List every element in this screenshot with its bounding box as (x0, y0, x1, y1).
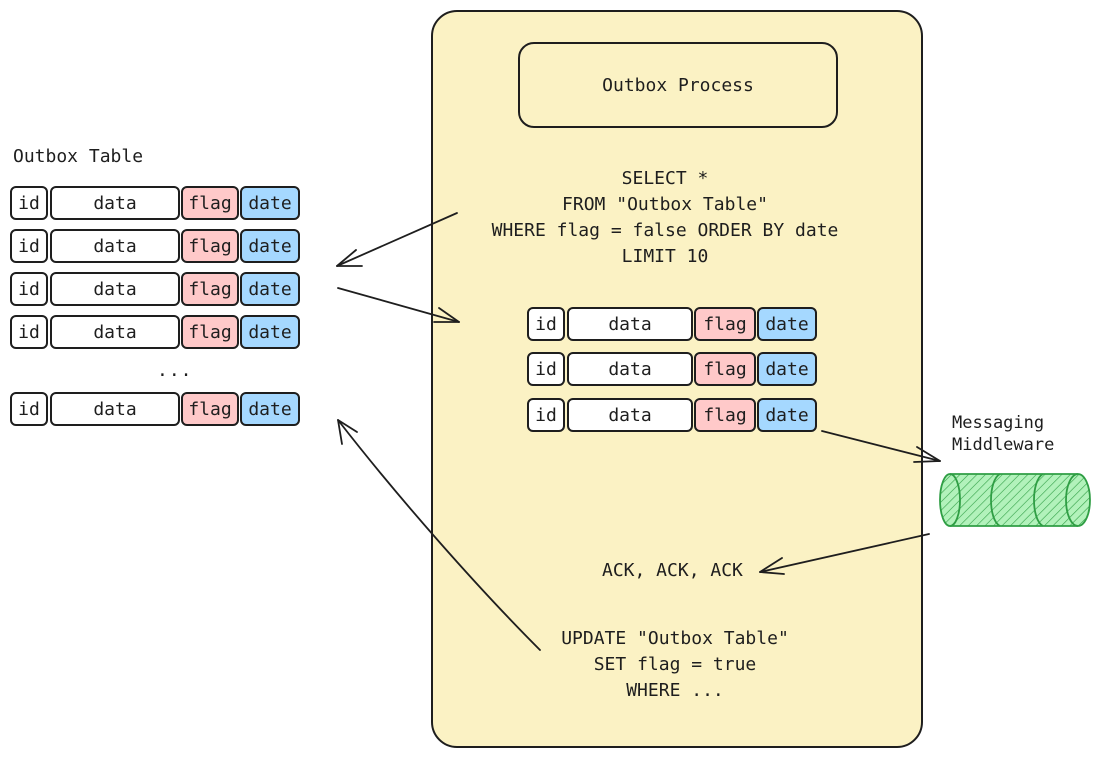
data-cell: data (50, 315, 180, 349)
date-cell: date (240, 315, 300, 349)
date-cell: date (240, 229, 300, 263)
date-cell: date (757, 307, 817, 341)
id-cell: id (10, 229, 48, 263)
data-cell: data (567, 307, 693, 341)
id-cell: id (10, 392, 48, 426)
select-query-line: WHERE flag = false ORDER BY date (491, 220, 839, 241)
data-cell: data (50, 272, 180, 306)
data-cell: data (50, 392, 180, 426)
flag-cell: flag (694, 307, 756, 341)
flag-cell: flag (694, 398, 756, 432)
date-cell: date (240, 186, 300, 220)
ack-arrow (759, 533, 930, 575)
flag-cell: flag (181, 392, 239, 426)
flag-cell: flag (181, 315, 239, 349)
flag-cell: flag (181, 229, 239, 263)
publish-arrow (821, 430, 941, 463)
outbox-table-title: Outbox Table (13, 146, 144, 167)
outbox-process-title-text: Outbox Process (602, 74, 754, 96)
update-query-line: UPDATE "Outbox Table" (561, 628, 789, 649)
date-cell: date (757, 398, 817, 432)
id-cell: id (10, 315, 48, 349)
middleware-label: Messaging Middleware (952, 412, 1054, 456)
data-cell: data (50, 229, 180, 263)
date-cell: date (240, 392, 300, 426)
flag-cell: flag (181, 186, 239, 220)
id-cell: id (10, 186, 48, 220)
flag-cell: flag (181, 272, 239, 306)
update-arrow (337, 419, 541, 651)
data-cell: data (567, 352, 693, 386)
select-query-line: FROM "Outbox Table" (562, 194, 768, 215)
date-cell: date (240, 272, 300, 306)
flag-cell: flag (694, 352, 756, 386)
update-query-line: WHERE ... (626, 680, 724, 701)
select-query-line: SELECT * (621, 168, 709, 189)
middleware-label-line: Middleware (952, 435, 1055, 455)
id-cell: id (527, 398, 565, 432)
result-arrow (337, 287, 460, 323)
middleware-queue-icon (939, 473, 1091, 527)
select-query: SELECT * FROM "Outbox Table" WHERE flag … (455, 166, 875, 270)
data-cell: data (50, 186, 180, 220)
id-cell: id (527, 352, 565, 386)
date-cell: date (757, 352, 817, 386)
acks-text: ACK, ACK, ACK (602, 560, 743, 581)
data-cell: data (567, 398, 693, 432)
table-ellipsis: ... (157, 360, 193, 381)
id-cell: id (10, 272, 48, 306)
update-query-line: SET flag = true (593, 654, 757, 675)
update-query: UPDATE "Outbox Table" SET flag = true WH… (500, 626, 850, 704)
outbox-process-title: Outbox Process (518, 42, 838, 128)
select-query-line: LIMIT 10 (621, 246, 709, 267)
id-cell: id (527, 307, 565, 341)
query-arrow (336, 212, 458, 267)
middleware-label-line: Messaging (952, 413, 1045, 433)
